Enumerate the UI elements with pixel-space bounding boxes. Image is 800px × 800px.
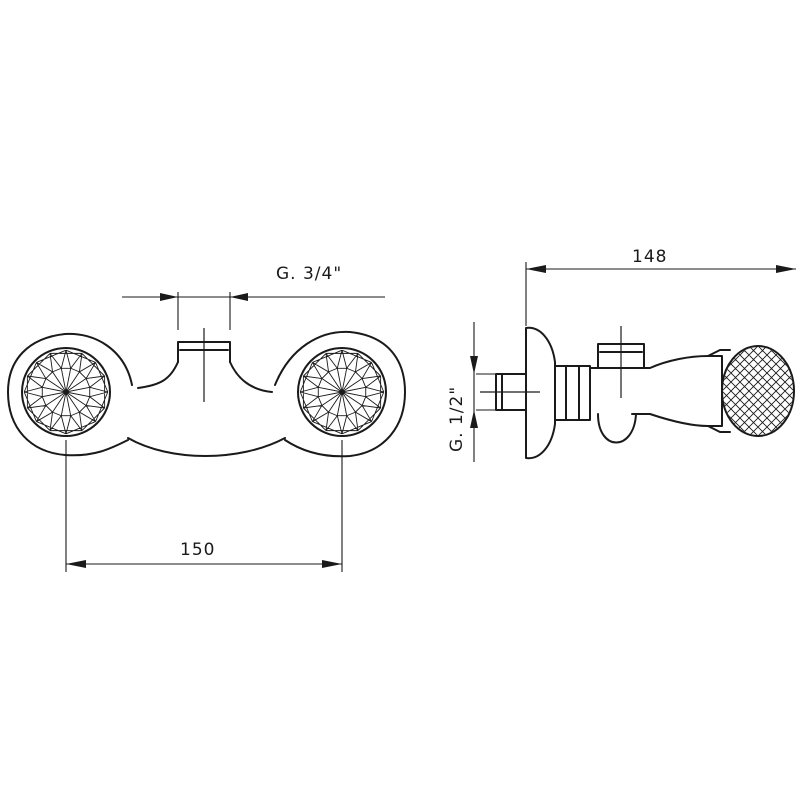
inlet-thread-label: G. 3/4" bbox=[276, 264, 342, 284]
outlet-thread-label: G. 1/2" bbox=[447, 386, 467, 452]
side-knob bbox=[721, 345, 795, 437]
inlet-thread-dimension: G. 3/4" bbox=[122, 264, 385, 330]
depth-dimension: 148 bbox=[525, 247, 796, 326]
knob-neck bbox=[707, 349, 731, 433]
front-view: G. 3/4" 150 bbox=[7, 264, 406, 572]
center-distance-label: 150 bbox=[180, 540, 215, 560]
knob-facet-pattern bbox=[23, 349, 109, 435]
outlet-thread-dimension: G. 1/2" bbox=[447, 322, 496, 462]
right-knob bbox=[297, 347, 387, 437]
valve-body bbox=[589, 355, 723, 427]
side-knob-facet-pattern bbox=[723, 347, 793, 435]
center-distance-dimension: 150 bbox=[65, 440, 343, 572]
body-upper-contour bbox=[137, 361, 273, 393]
knob-facet-pattern bbox=[299, 349, 385, 435]
hex-nut bbox=[554, 365, 591, 421]
wall-flange bbox=[525, 326, 556, 460]
left-knob bbox=[21, 347, 111, 437]
bottom-outlet bbox=[597, 413, 637, 444]
depth-label: 148 bbox=[632, 247, 667, 267]
right-handle-housing bbox=[274, 330, 406, 458]
side-view: 148 G. 1/2" bbox=[447, 247, 796, 462]
left-handle-housing bbox=[7, 332, 133, 457]
body-lower-contour bbox=[127, 437, 286, 457]
